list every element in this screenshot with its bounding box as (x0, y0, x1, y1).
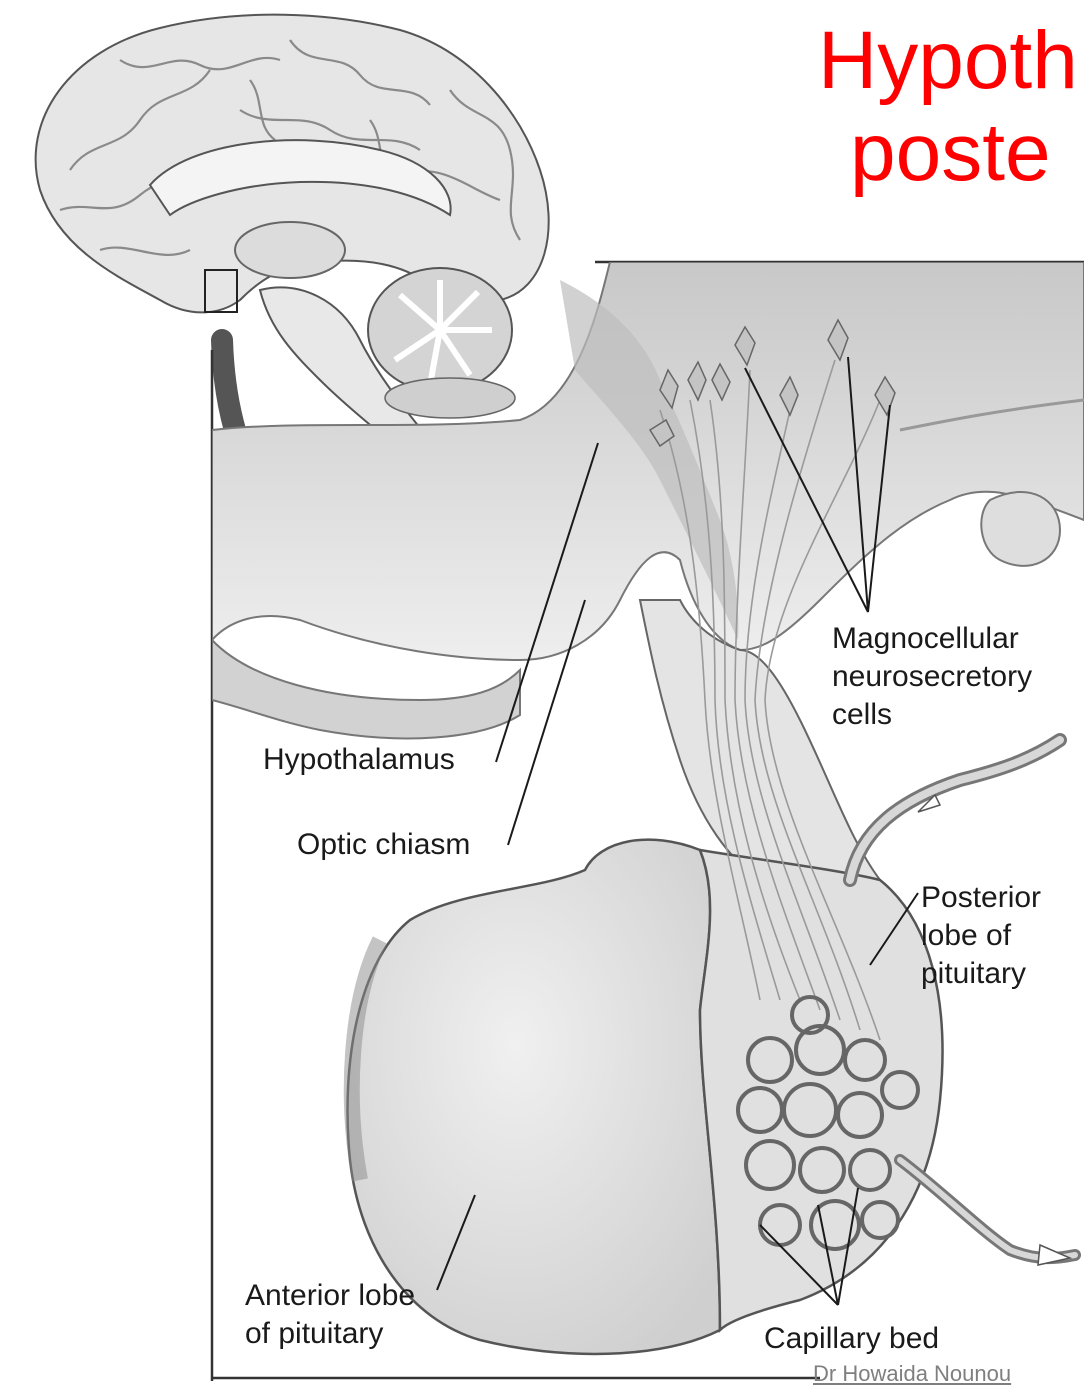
label-anterior-2: of pituitary (245, 1316, 383, 1352)
label-magnocellular-3: cells (832, 697, 892, 733)
anterior-lobe (348, 840, 721, 1354)
label-magnocellular-2: neurosecretory (832, 659, 1032, 695)
mammillary-body (981, 492, 1060, 566)
label-optic-chiasm: Optic chiasm (297, 827, 470, 863)
author-credit: Dr Howaida Nounou (813, 1362, 1011, 1386)
label-capillary-bed: Capillary bed (764, 1321, 939, 1357)
label-magnocellular-1: Magnocellular (832, 621, 1019, 657)
enlarged-panel (212, 262, 1084, 1381)
label-hypothalamus: Hypothalamus (263, 742, 455, 778)
blood-vessel-lower (900, 1160, 1075, 1258)
slide-title-line1: Hypoth (818, 20, 1078, 102)
label-posterior-1: Posterior (921, 880, 1041, 916)
slide-title-line2: poste (850, 112, 1051, 194)
label-posterior-2: lobe of (921, 918, 1011, 954)
cerebellum (368, 268, 515, 418)
brain-sagittal (36, 15, 549, 485)
label-posterior-3: pituitary (921, 956, 1026, 992)
label-anterior-1: Anterior lobe (245, 1278, 415, 1314)
thalamus (235, 222, 345, 278)
